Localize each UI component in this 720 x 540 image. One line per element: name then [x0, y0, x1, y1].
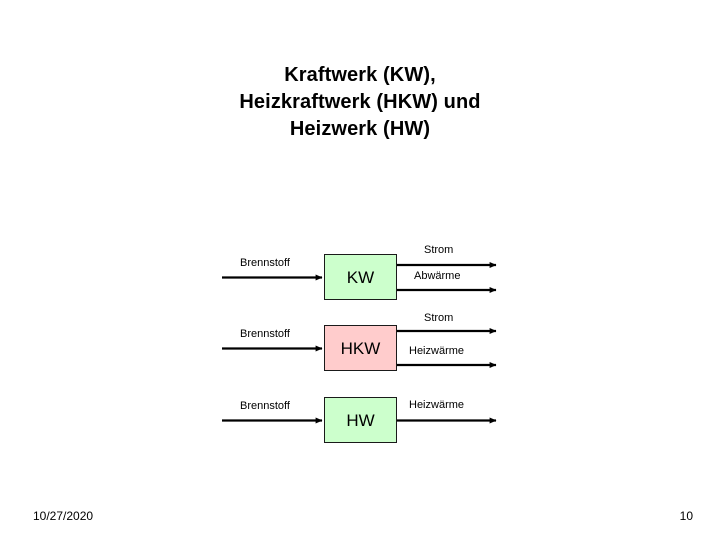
process-block-hw[interactable]: HW	[324, 397, 397, 443]
flow-label-output-kw-strom: Strom	[424, 244, 454, 256]
process-block-hkw-label: HKW	[340, 338, 381, 358]
page-title: Kraftwerk (KW), Heizkraftwerk (HKW) und …	[110, 62, 610, 143]
page-title-line-2: Heizkraftwerk (HKW) und	[239, 91, 481, 113]
page-title-line-3: Heizwerk (HW)	[289, 118, 431, 140]
process-block-kw[interactable]: KW	[324, 254, 397, 300]
flow-label-output-kw-abwaerme: Abwärme	[414, 270, 461, 282]
process-block-hw-label: HW	[346, 410, 375, 430]
flow-label-input-hkw-brennstoff: Brennstoff	[240, 328, 290, 340]
process-block-kw-label: KW	[346, 267, 375, 287]
flow-label-output-hkw-heizwaerme: Heizwärme	[409, 345, 465, 357]
flow-label-input-hw-brennstoff: Brennstoff	[240, 400, 290, 412]
footer-date: 10/27/2020	[33, 509, 94, 523]
flow-label-output-hkw-strom: Strom	[424, 312, 454, 324]
page-title-line-1: Kraftwerk (KW),	[284, 64, 436, 86]
flow-label-input-kw-brennstoff: Brennstoff	[240, 257, 290, 269]
flow-label-output-hw-heizwaerme: Heizwärme	[409, 399, 465, 411]
footer-page-number: 10	[679, 509, 693, 523]
process-block-hkw[interactable]: HKW	[324, 325, 397, 371]
